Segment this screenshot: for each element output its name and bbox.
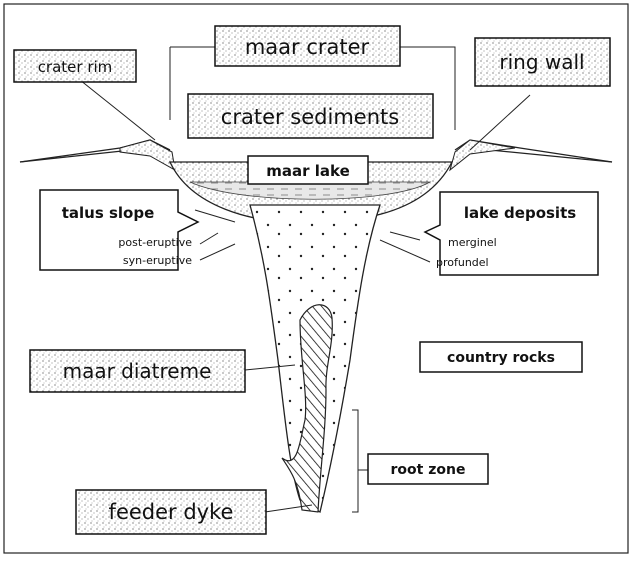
label-lake-deposits: lake deposits <box>464 204 576 222</box>
bracket-lake-deposits <box>423 191 599 276</box>
label-crater-rim: crater rim <box>38 58 113 76</box>
label-talus-slope: talus slope <box>62 204 155 222</box>
label-crater-sediments: crater sediments <box>221 105 399 129</box>
box-feeder-dyke <box>75 489 267 535</box>
label-profundal: profundel <box>436 256 489 269</box>
rim-deposit-right <box>449 139 516 172</box>
label-maar-crater: maar crater <box>245 35 370 59</box>
label-maar-lake: maar lake <box>266 162 350 180</box>
lake-body <box>189 181 432 200</box>
label-ring-wall: ring wall <box>499 50 584 74</box>
box-maar-diatreme <box>29 349 246 393</box>
box-root-zone <box>367 453 489 485</box>
bracket-talus-slope <box>39 189 200 271</box>
feeder-dyke-shape <box>281 304 333 513</box>
box-crater-rim <box>13 49 137 83</box>
box-ring-wall <box>474 37 611 87</box>
label-country-rocks: country rocks <box>447 350 555 366</box>
label-post-eruptive: post-eruptive <box>118 236 192 249</box>
leader-lines <box>79 46 531 513</box>
box-crater-sediments <box>187 93 434 139</box>
label-root-zone: root zone <box>391 462 466 478</box>
rim-deposit-left <box>119 139 176 171</box>
label-maar-diatreme: maar diatreme <box>63 359 212 383</box>
box-country-rocks <box>419 341 583 373</box>
box-maar-lake <box>247 155 369 185</box>
box-maar-crater <box>214 25 401 67</box>
label-feeder-dyke: feeder dyke <box>109 500 234 524</box>
label-marginal: merginel <box>448 236 497 249</box>
label-syn-eruptive: syn-eruptive <box>123 254 192 267</box>
outer-frame <box>3 3 629 554</box>
